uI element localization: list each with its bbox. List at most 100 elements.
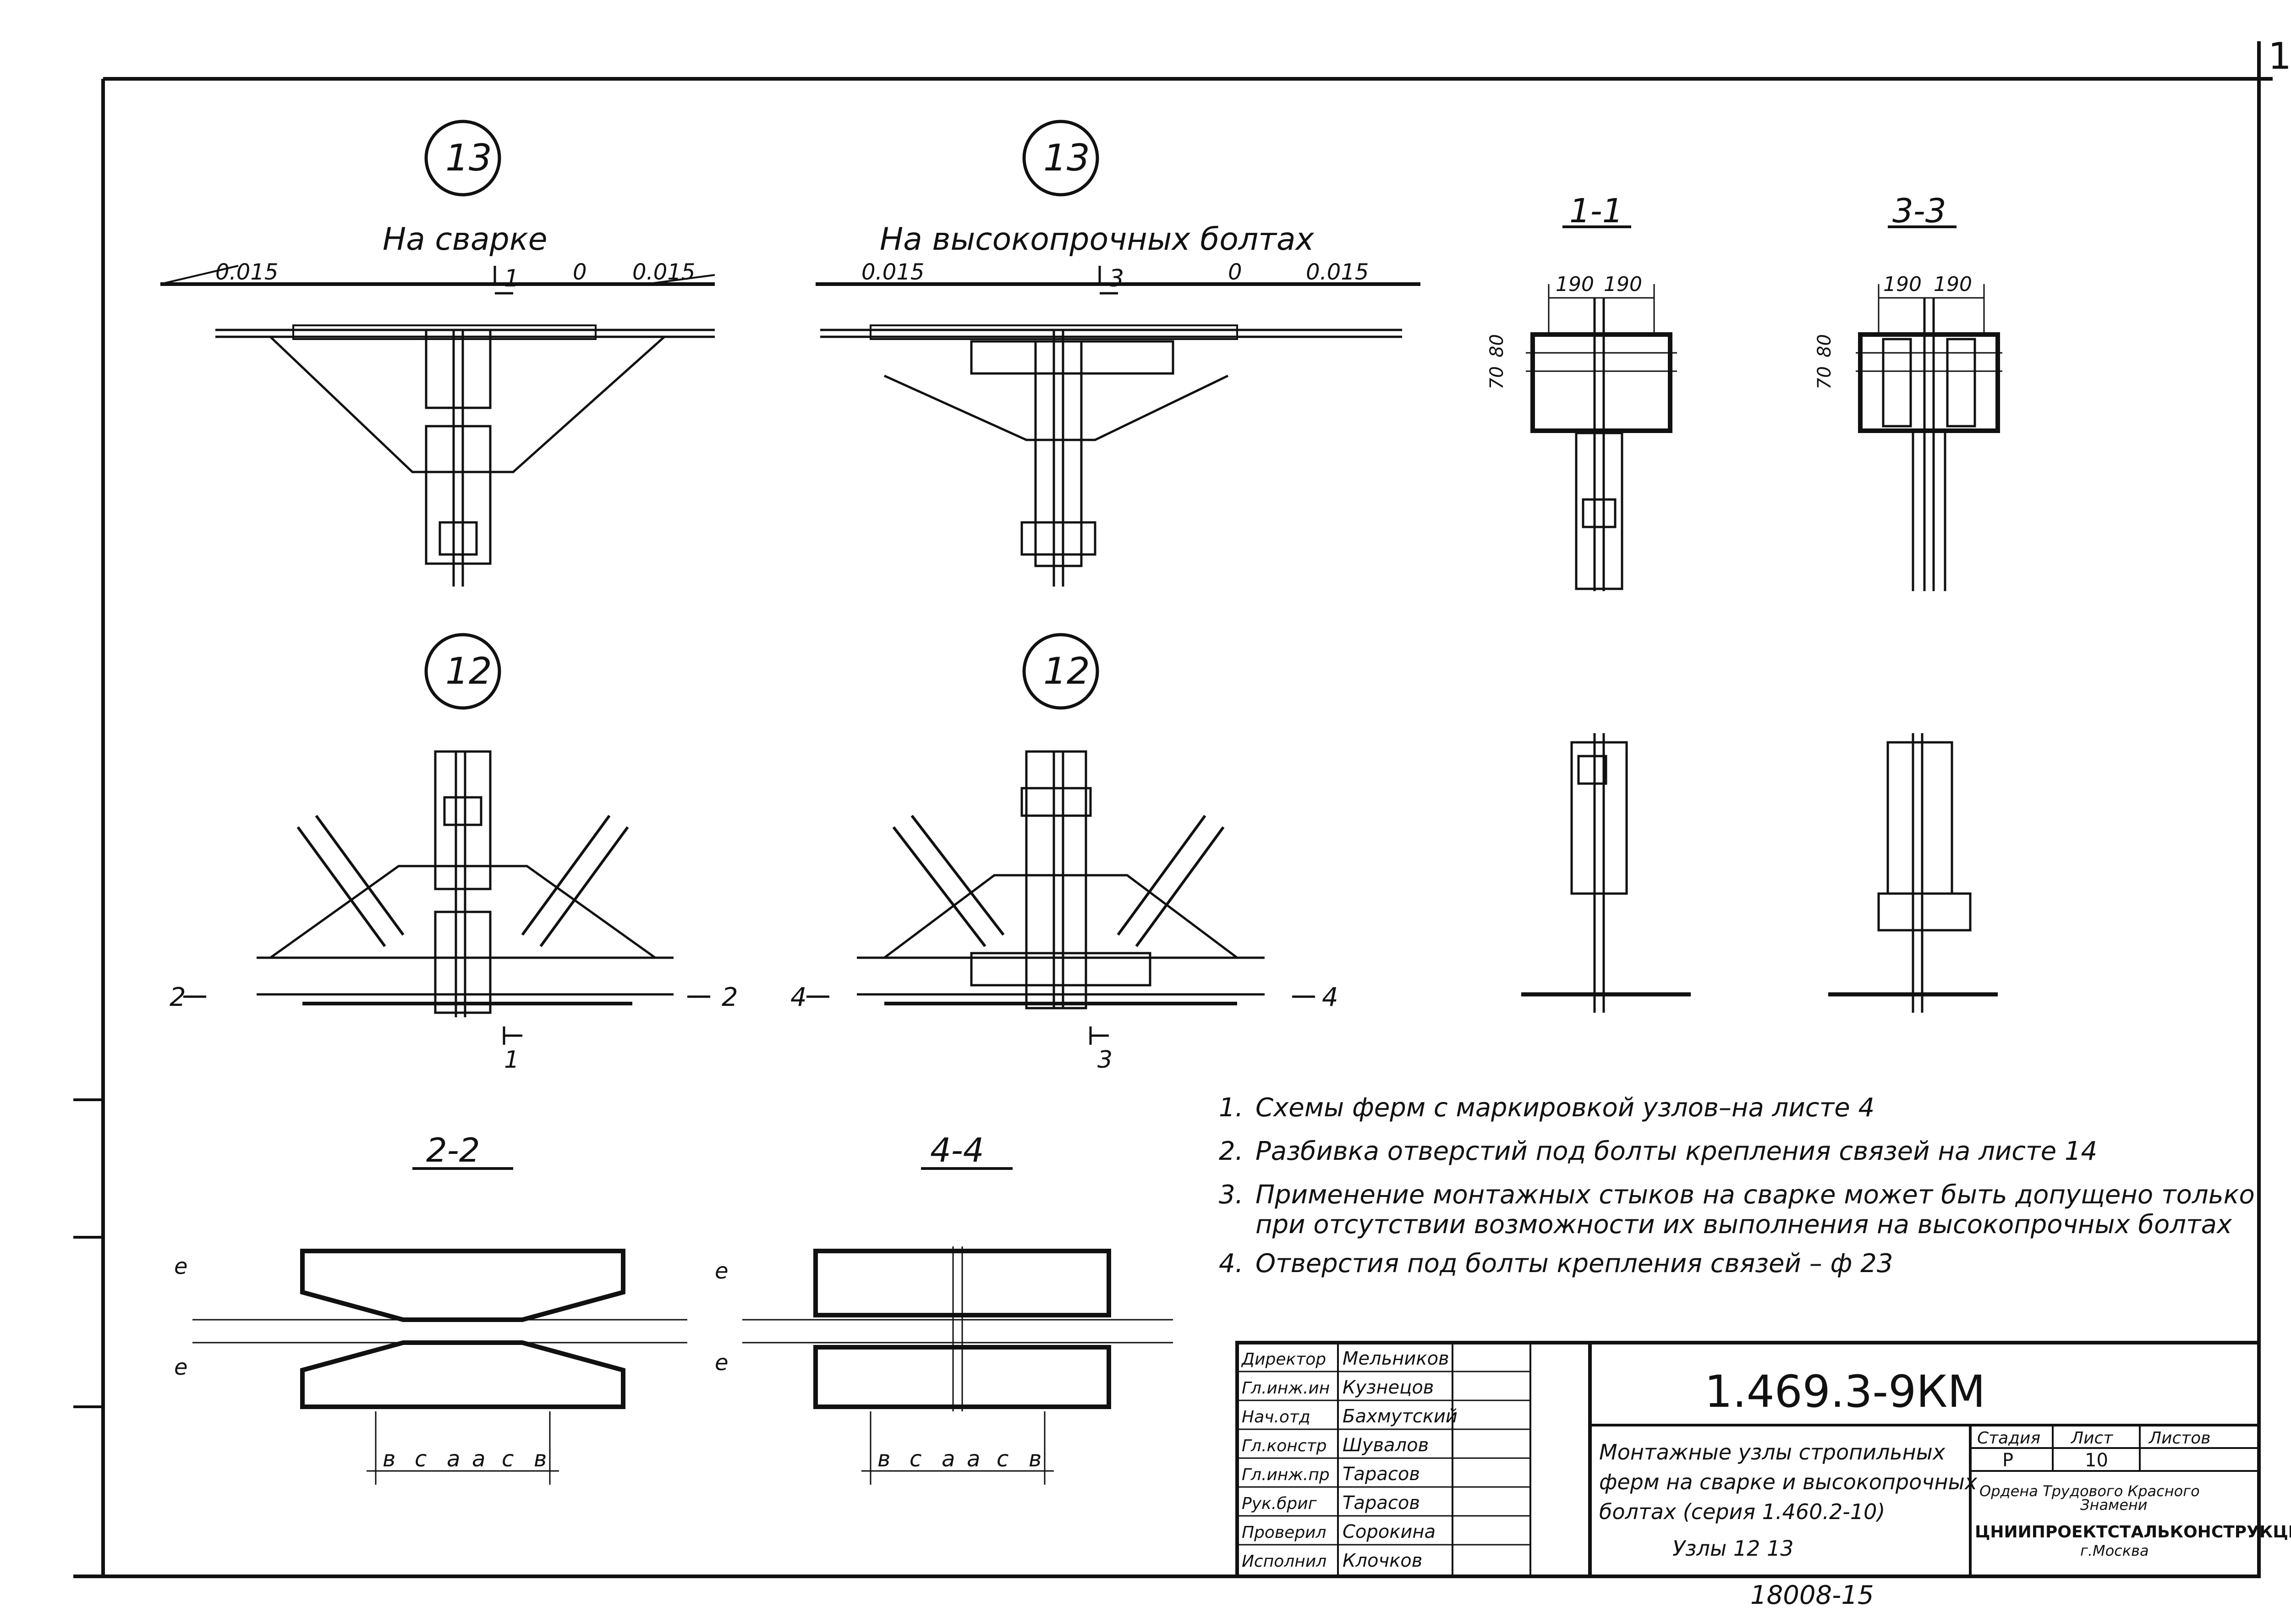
section-lower-views xyxy=(1521,733,1998,1013)
zero-label: 0 xyxy=(1228,259,1242,285)
note-number: 3. xyxy=(1219,1180,1244,1210)
sheet-value: 10 xyxy=(2085,1450,2108,1471)
dimension-label: е xyxy=(174,1355,188,1380)
node-mark-circle xyxy=(1022,120,1099,197)
org-line: Ордена Трудового Красного xyxy=(1979,1482,2200,1500)
node-mark-circle xyxy=(424,120,501,197)
org-city: г.Москва xyxy=(2080,1542,2149,1559)
section-4-4-view xyxy=(742,1167,1173,1485)
drawing-code: 1.469.3-9КМ xyxy=(1705,1366,1985,1417)
description-line: Узлы 12 13 xyxy=(1672,1536,1794,1561)
note-text: при отсутствии возможности их выполнения… xyxy=(1255,1210,2232,1240)
note-4: 4. Отверстия под болты крепления связей –… xyxy=(1219,1249,1893,1278)
dimension-label: а xyxy=(472,1446,485,1472)
node-mark-circle xyxy=(1022,633,1099,710)
note-text: Разбивка отверстий под болты крепления с… xyxy=(1255,1136,2098,1166)
note-3-continued: при отсутствии возможности их выполнения… xyxy=(1219,1210,2232,1240)
note-text: Отверстия под болты крепления связей – ф… xyxy=(1255,1249,1893,1278)
section-mark: 1 xyxy=(504,265,519,292)
stage-value: Р xyxy=(2002,1450,2013,1471)
section-title: 4-4 xyxy=(930,1131,984,1169)
staff-name: Тарасов xyxy=(1343,1464,1420,1485)
section-mark: 1 xyxy=(504,1046,519,1074)
staff-role: Проверил xyxy=(1242,1523,1326,1542)
dimension-label: 190 xyxy=(1883,273,1922,296)
note-number: 4. xyxy=(1219,1249,1244,1278)
dimension-label: 190 xyxy=(1556,273,1594,296)
section-title: 1-1 xyxy=(1569,192,1623,230)
section-2-2-view xyxy=(192,1167,687,1485)
node13-bolt-view xyxy=(816,120,1420,587)
staff-name: Бахмутский xyxy=(1343,1406,1458,1427)
dimension-label: с xyxy=(502,1446,514,1472)
sheet-label: Лист xyxy=(2070,1429,2113,1448)
note-1: 1. Схемы ферм с маркировкой узлов–на лист… xyxy=(1219,1093,1874,1123)
description-line: ферм на сварке и высокопрочных xyxy=(1599,1470,1978,1494)
dimension-label: 80 xyxy=(1814,334,1835,357)
zero-label: 0 xyxy=(573,259,587,285)
title-block xyxy=(1235,1341,2261,1578)
staff-role: Гл.инж.пр xyxy=(1242,1465,1330,1484)
slope-label: 0.015 xyxy=(1306,259,1369,285)
cut-mark: 4 xyxy=(1322,982,1338,1012)
cut-mark: 2 xyxy=(722,982,738,1012)
org-line: Знамени xyxy=(2080,1496,2148,1514)
note-3: 3. Применение монтажных стыков на сварке … xyxy=(1219,1180,2255,1210)
section-mark: 3 xyxy=(1109,265,1124,292)
cut-mark: 2 xyxy=(170,982,186,1012)
dimension-label: с xyxy=(910,1446,921,1472)
slope-label: 0.015 xyxy=(215,259,278,285)
node12-weld-view xyxy=(183,633,710,1045)
node13-weld-view xyxy=(160,120,715,587)
description-line: Монтажные узлы стропильных xyxy=(1599,1440,1946,1465)
node-mark: 12 xyxy=(1043,650,1090,692)
dimension-label: е xyxy=(715,1258,729,1284)
dimension-label: в xyxy=(877,1446,890,1472)
staff-name: Шувалов xyxy=(1343,1435,1429,1456)
view-title: На высокопрочных болтах xyxy=(880,221,1315,258)
staff-name: Сорокина xyxy=(1343,1521,1436,1542)
note-2: 2. Разбивка отверстий под болты крепления… xyxy=(1219,1136,2097,1166)
dimension-label: в xyxy=(383,1446,395,1472)
note-number: 2. xyxy=(1219,1136,1244,1166)
sheets-label: Листов xyxy=(2148,1429,2210,1448)
org-name: ЦНИИПРОЕКТСТАЛЬКОНСТРУКЦИЯ xyxy=(1975,1523,2291,1542)
stage-label: Стадия xyxy=(1977,1429,2040,1448)
dimension-label: 190 xyxy=(1934,273,1972,296)
slope-label: 0.015 xyxy=(861,259,924,285)
staff-role: Гл.инж.ин xyxy=(1242,1379,1330,1398)
staff-role: Гл.констр xyxy=(1242,1437,1326,1455)
node-mark-circle xyxy=(424,633,501,710)
dimension-label: е xyxy=(174,1254,188,1279)
section-title: 2-2 xyxy=(426,1131,480,1169)
staff-name: Тарасов xyxy=(1343,1492,1420,1514)
staff-role: Исполнил xyxy=(1242,1552,1326,1571)
dimension-label: с xyxy=(997,1446,1008,1472)
staff-role: Нач.отд xyxy=(1242,1408,1310,1426)
staff-name: Мельников xyxy=(1343,1348,1449,1369)
cut-mark: 4 xyxy=(790,982,807,1012)
node-mark: 13 xyxy=(1043,137,1090,179)
staff-role: Рук.бриг xyxy=(1242,1494,1317,1513)
dimension-label: а xyxy=(447,1446,460,1472)
note-text: Применение монтажных стыков на сварке мо… xyxy=(1255,1180,2255,1210)
dimension-label: 80 xyxy=(1486,334,1507,357)
dimension-label: 70 xyxy=(1814,366,1835,390)
staff-name: Кузнецов xyxy=(1343,1377,1434,1398)
section-mark: 3 xyxy=(1097,1046,1113,1074)
node-mark: 12 xyxy=(445,650,492,692)
note-number: 1. xyxy=(1219,1093,1244,1123)
dimension-label: е xyxy=(715,1350,729,1376)
section-3-3-view xyxy=(1856,225,2002,591)
slope-label: 0.015 xyxy=(632,259,695,285)
dimension-label: а xyxy=(967,1446,980,1472)
node12-bolt-view xyxy=(806,633,1315,1045)
note-text: Схемы ферм с маркировкой узлов–на листе … xyxy=(1255,1093,1875,1123)
dimension-label: с xyxy=(415,1446,427,1472)
section-1-1-view xyxy=(1526,225,1677,591)
staff-role: Директор xyxy=(1241,1350,1326,1369)
dimension-label: 70 xyxy=(1486,366,1507,390)
view-title: На сварке xyxy=(383,221,548,258)
dimension-label: в xyxy=(534,1446,547,1472)
